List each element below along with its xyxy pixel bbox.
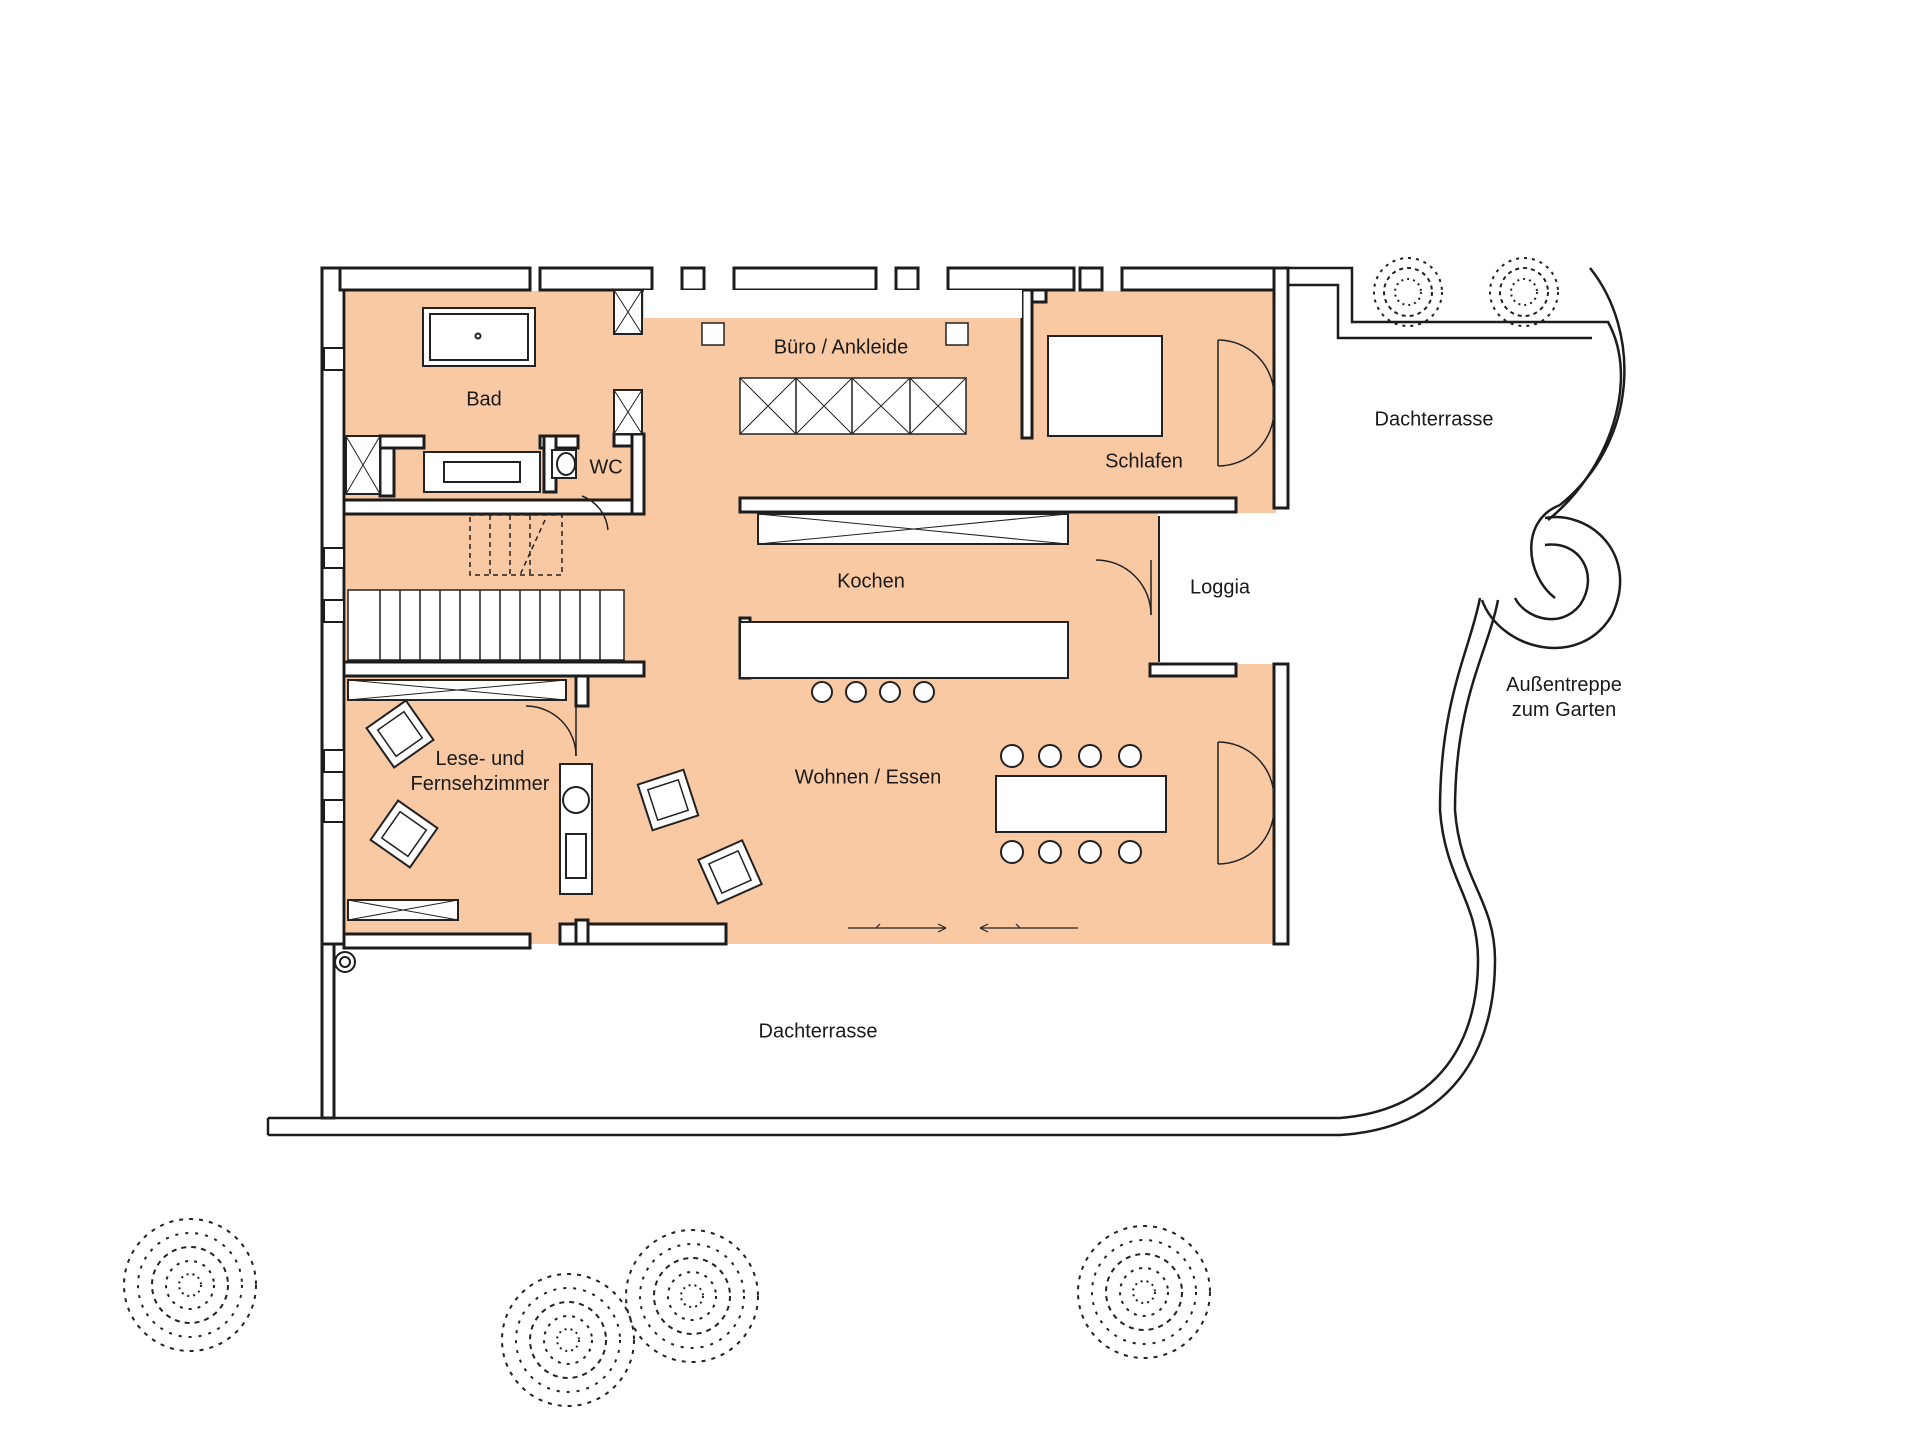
room-label-lese-line2: Fernsehzimmer <box>410 773 550 795</box>
bathroom-fixtures <box>345 289 643 495</box>
room-label-aussentreppe-line2: zum Garten <box>1511 699 1617 721</box>
room-label-lese-line1: Lese- und <box>435 748 525 770</box>
office-wardrobe <box>644 290 1022 435</box>
terrace-outline <box>266 266 1626 1137</box>
room-label-lese: Lese- und Fernsehzimmer <box>411 747 550 797</box>
room-label-loggia: Loggia <box>1189 576 1251 599</box>
room-label-dachterrasse-south: Dachterrasse <box>758 1020 878 1043</box>
tree-canopy-icon <box>1373 257 1443 327</box>
room-label-wohnen: Wohnen / Essen <box>794 766 942 789</box>
staircase <box>347 514 625 661</box>
tree-canopy-icon <box>1489 257 1559 327</box>
room-label-buero: Büro / Ankleide <box>773 336 909 359</box>
living-furniture <box>559 741 1275 933</box>
reading-room-furniture <box>347 495 609 921</box>
tree-canopy-icon <box>625 1229 759 1363</box>
room-label-wc: WC <box>589 456 623 479</box>
tree-canopy-icon <box>1077 1225 1211 1359</box>
tree-canopy-icon <box>501 1273 635 1407</box>
room-label-schlafen: Schlafen <box>1105 450 1183 473</box>
bedroom-furniture <box>1047 335 1275 467</box>
kitchen-furniture <box>739 513 1160 703</box>
tree-canopy-icon <box>123 1218 257 1352</box>
room-label-kochen: Kochen <box>837 570 905 593</box>
room-label-aussentreppe-line1: Außentreppe <box>1506 674 1622 696</box>
west-windows <box>323 347 356 973</box>
room-label-aussentreppe: Außentreppe zum Garten <box>1506 673 1622 723</box>
room-label-bad: Bad <box>466 388 502 411</box>
room-label-dachterrasse-north: Dachterrasse <box>1374 408 1494 431</box>
